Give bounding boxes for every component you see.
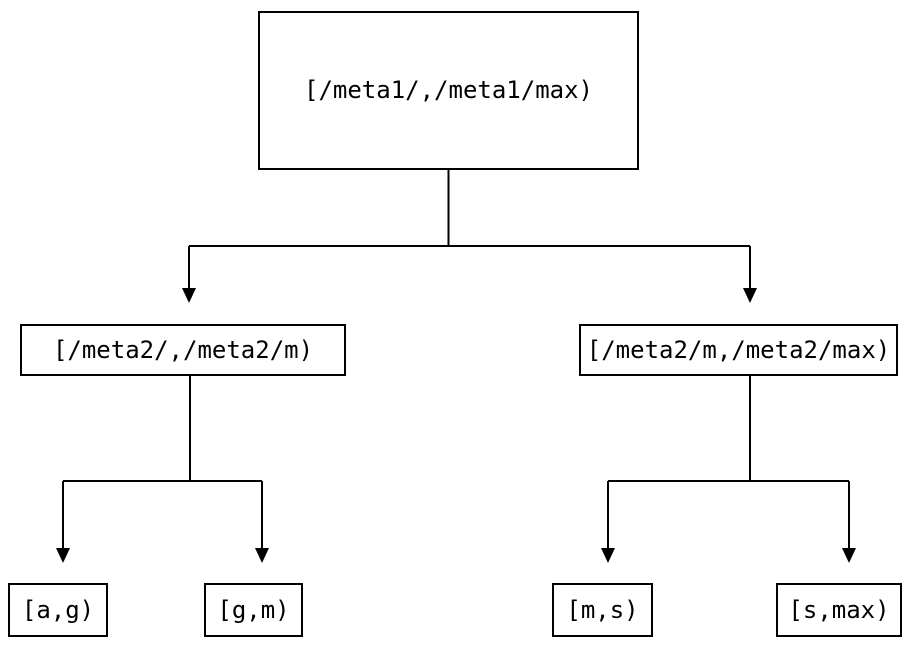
node-leaf-g-m[interactable]: [g,m) bbox=[204, 583, 303, 637]
node-leaf-s-max-box[interactable] bbox=[776, 583, 902, 637]
arrowhead-icon-to-leaf-a-g bbox=[56, 548, 70, 563]
node-leaf-a-g[interactable]: [a,g) bbox=[8, 583, 108, 637]
edge-root-to-split bbox=[189, 169, 750, 247]
node-leaf-m-s-label: [m,s) bbox=[566, 596, 638, 624]
node-root[interactable]: [/meta1/,/meta1/max) bbox=[258, 11, 639, 170]
arrowhead-icon-to-leaf-g-m bbox=[255, 548, 269, 563]
node-leaf-m-s-box[interactable] bbox=[552, 583, 653, 637]
node-mid-right-label: [/meta2/m,/meta2/max) bbox=[587, 336, 890, 364]
node-root-box[interactable] bbox=[258, 11, 639, 170]
arrowhead-icon-to-mid-left bbox=[182, 288, 196, 303]
node-leaf-m-s[interactable]: [m,s) bbox=[552, 583, 653, 637]
edge-midleft-to-split bbox=[63, 375, 262, 482]
node-mid-left-box[interactable] bbox=[20, 324, 346, 376]
node-leaf-s-max[interactable]: [s,max) bbox=[776, 583, 902, 637]
arrowhead-layer bbox=[56, 288, 856, 563]
node-mid-right[interactable]: [/meta2/m,/meta2/max) bbox=[579, 324, 898, 376]
node-mid-left[interactable]: [/meta2/,/meta2/m) bbox=[20, 324, 346, 376]
node-leaf-g-m-label: [g,m) bbox=[217, 596, 289, 624]
edge-layer bbox=[62, 169, 850, 549]
node-leaf-a-g-label: [a,g) bbox=[22, 596, 94, 624]
node-leaf-g-m-box[interactable] bbox=[204, 583, 303, 637]
node-mid-left-label: [/meta2/,/meta2/m) bbox=[53, 336, 313, 364]
node-mid-right-box[interactable] bbox=[579, 324, 898, 376]
node-leaf-a-g-box[interactable] bbox=[8, 583, 108, 637]
arrowhead-icon-to-mid-right bbox=[743, 288, 757, 303]
edge-midright-to-split bbox=[608, 375, 849, 482]
arrowhead-icon-to-leaf-m-s bbox=[601, 548, 615, 563]
node-leaf-s-max-label: [s,max) bbox=[788, 596, 889, 624]
node-root-label: [/meta1/,/meta1/max) bbox=[304, 76, 593, 104]
arrowhead-icon-to-leaf-s-max bbox=[842, 548, 856, 563]
